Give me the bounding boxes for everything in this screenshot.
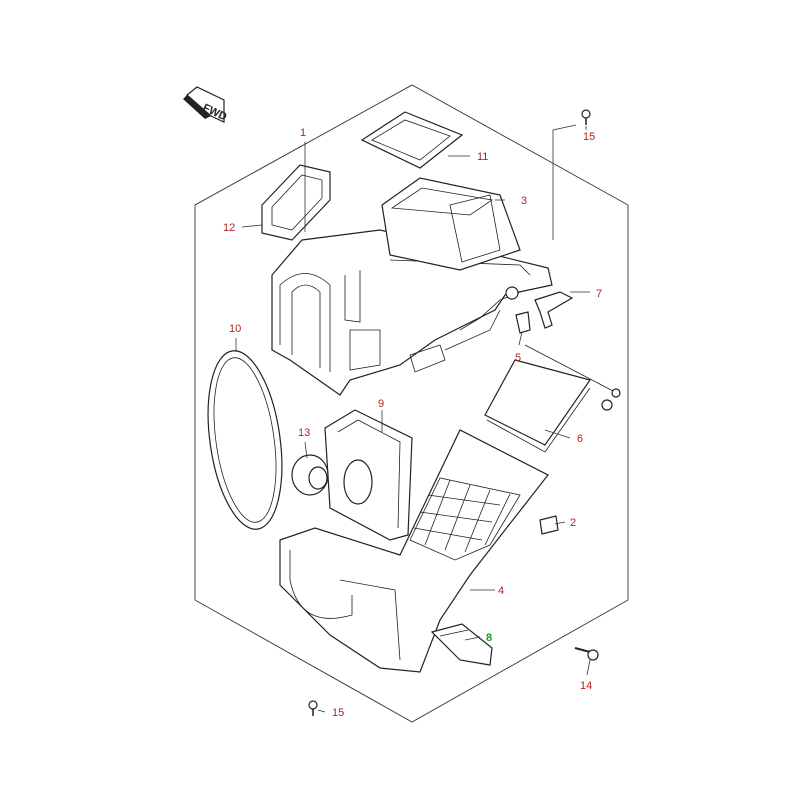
assembly-frame — [194, 84, 629, 723]
callout-7[interactable]: 7 — [596, 288, 602, 300]
part-11-gasket[interactable] — [360, 111, 464, 169]
callout-11[interactable]: 11 — [477, 151, 488, 163]
part-3-duct[interactable] — [381, 177, 521, 271]
callout-14[interactable]: 14 — [580, 680, 592, 692]
callout-13[interactable]: 13 — [298, 427, 310, 439]
part-9-blower-housing[interactable] — [324, 409, 413, 541]
part-2-connector[interactable] — [539, 515, 559, 535]
part-4-lower-case[interactable] — [279, 429, 549, 673]
part-8-bracket[interactable] — [430, 623, 493, 666]
part-6-filter[interactable] — [484, 344, 621, 453]
part-5-clip[interactable] — [515, 311, 531, 334]
part-10-seal-ring[interactable] — [198, 346, 292, 534]
callout-6[interactable]: 6 — [577, 433, 583, 445]
callout-8[interactable]: 8 — [486, 632, 492, 644]
fwd-arrow-icon: FWD — [183, 86, 229, 123]
part-15-screw-bottom-icon[interactable] — [308, 700, 318, 716]
callout-12[interactable]: 12 — [223, 222, 235, 234]
part-7-link[interactable] — [505, 286, 574, 329]
leader-lines — [235, 124, 591, 713]
callout-15-top[interactable]: 15 — [583, 131, 595, 143]
callout-1[interactable]: 1 — [300, 127, 306, 139]
callout-2[interactable]: 2 — [570, 517, 576, 529]
part-14-screw-icon[interactable] — [574, 647, 599, 661]
callout-4[interactable]: 4 — [498, 585, 504, 597]
callout-5[interactable]: 5 — [515, 352, 521, 364]
callout-10[interactable]: 10 — [229, 323, 241, 335]
part-15-screw-top-icon[interactable] — [581, 109, 591, 125]
callout-3[interactable]: 3 — [521, 195, 527, 207]
callout-15-bottom[interactable]: 15 — [332, 707, 344, 719]
callout-labels: 1 2 3 4 5 6 7 8 9 10 11 12 13 14 15 15 — [223, 127, 602, 719]
part-13-fan[interactable] — [291, 454, 329, 496]
callout-9[interactable]: 9 — [378, 398, 384, 410]
part-12-seal[interactable] — [261, 164, 331, 241]
